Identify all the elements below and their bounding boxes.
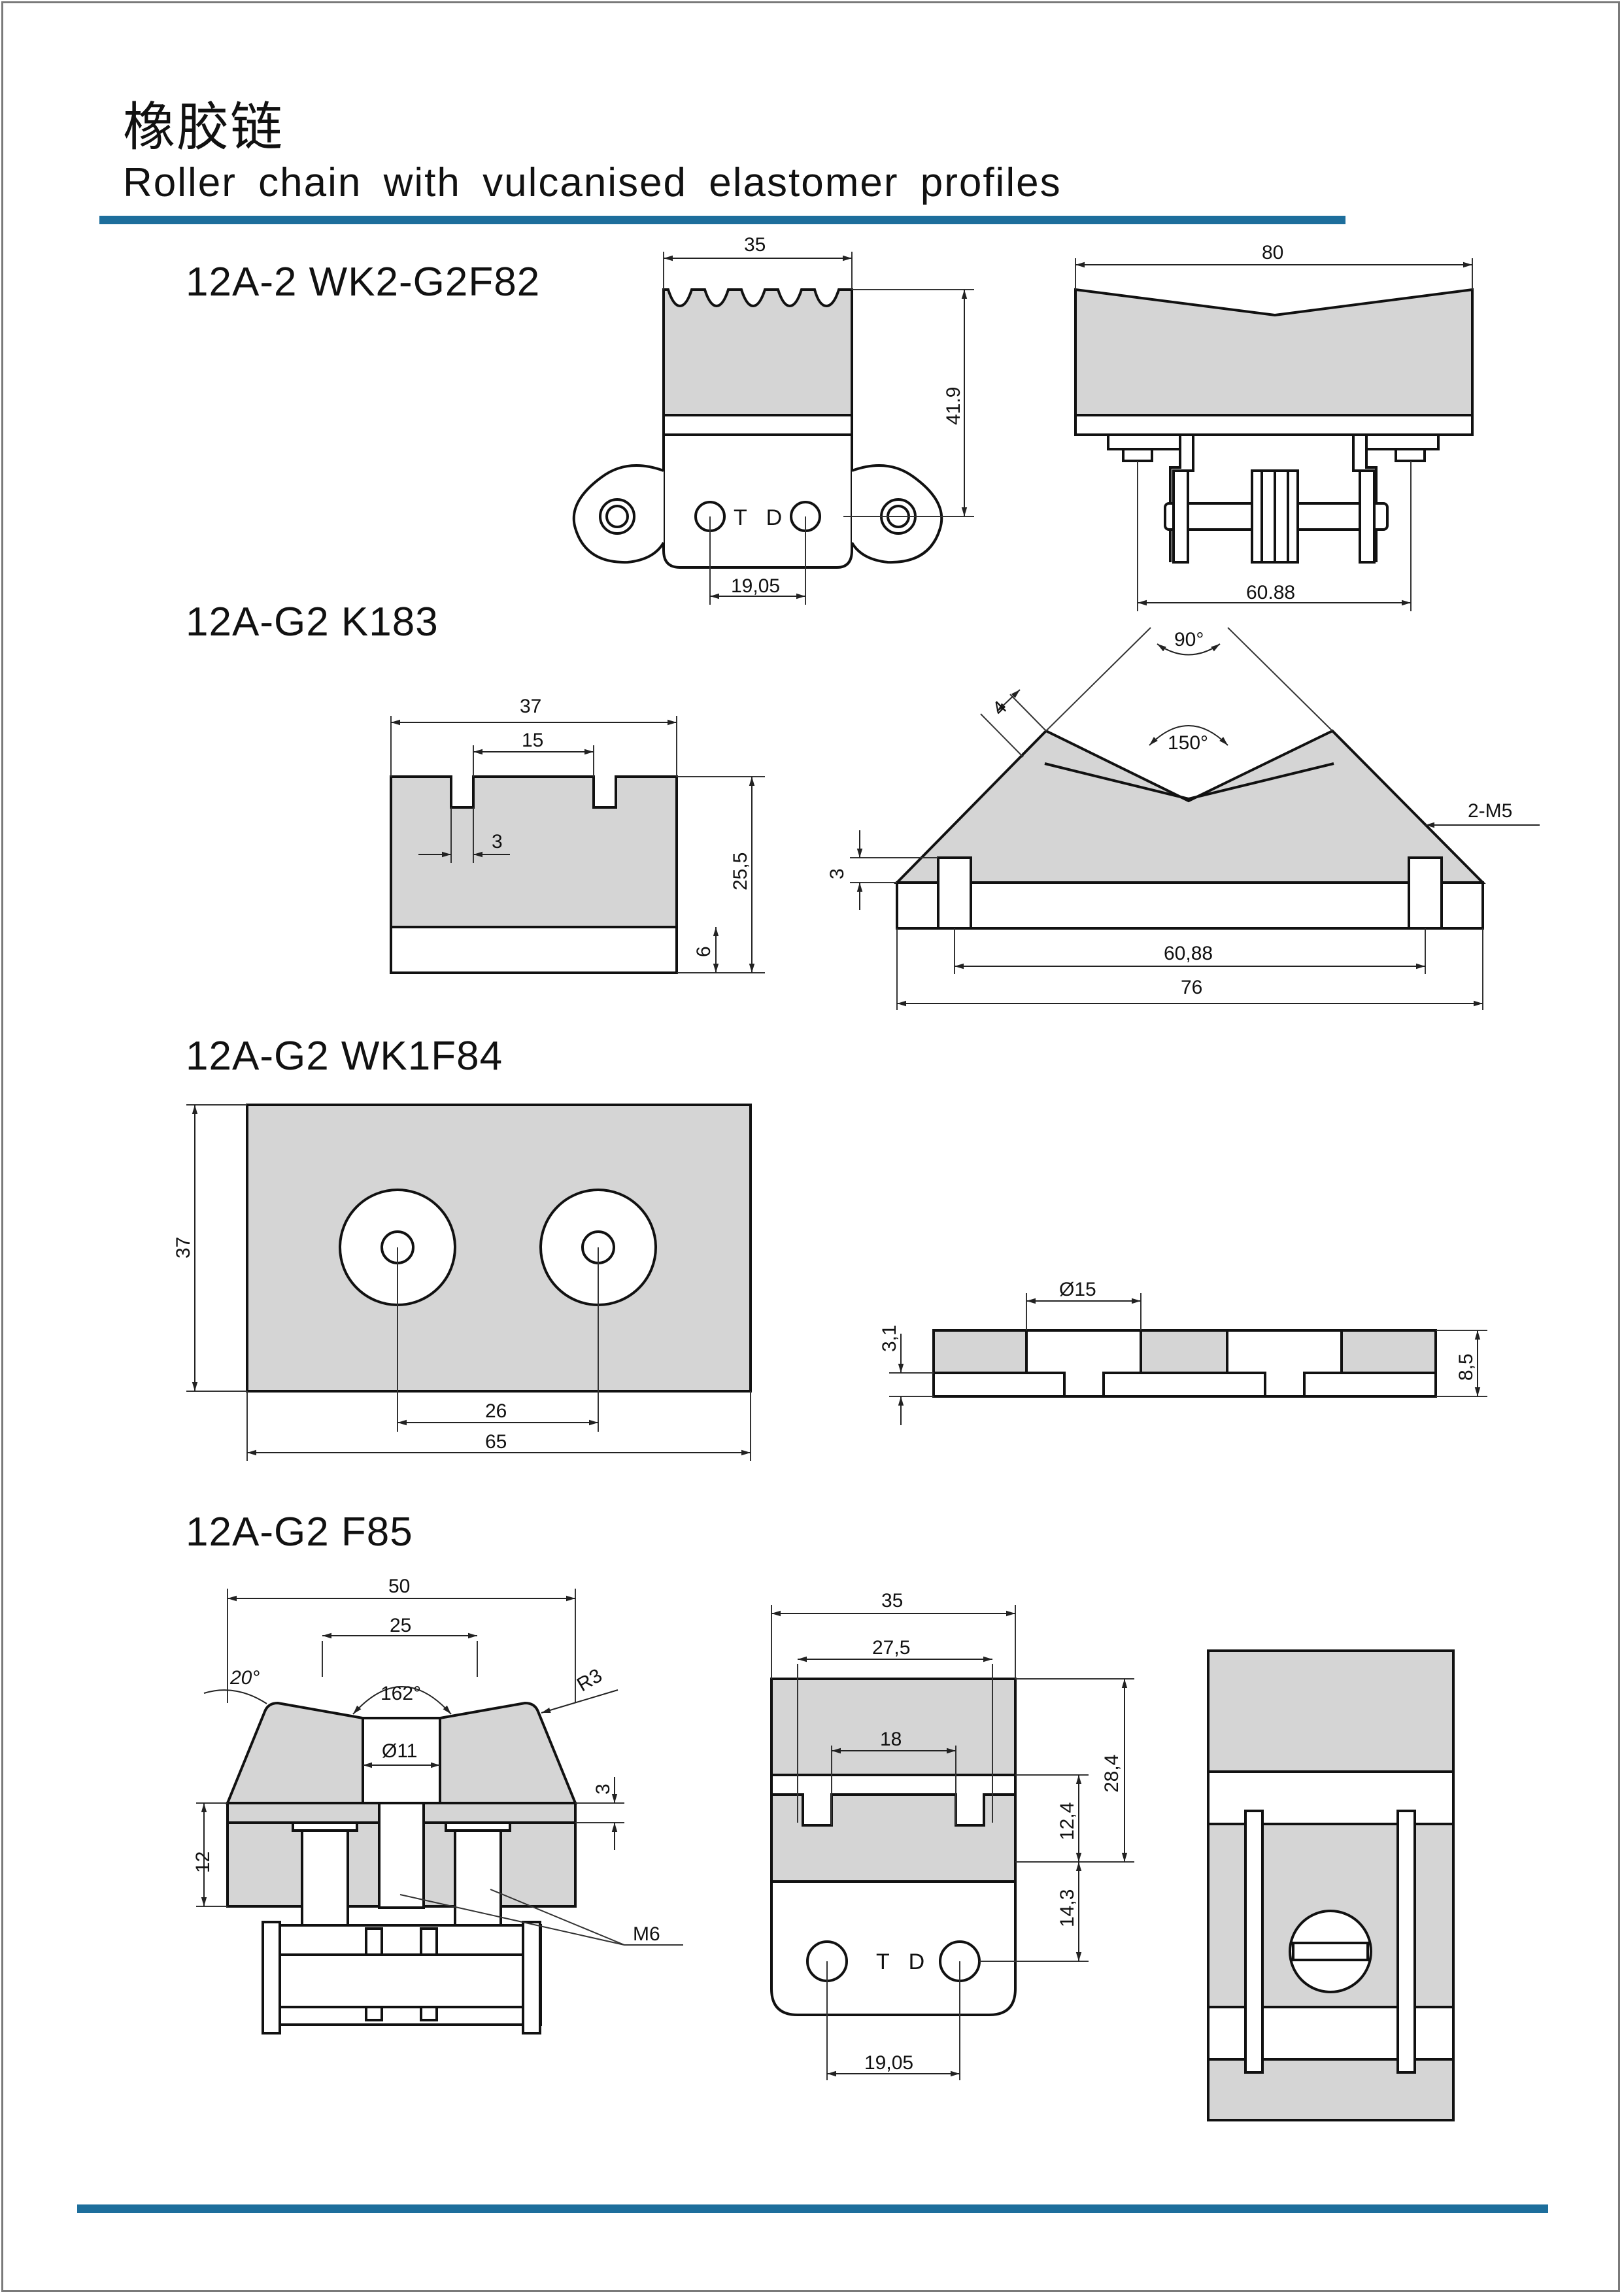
dim-thickness-4: 4: [989, 697, 1011, 720]
dim-offset-3: 3: [826, 868, 848, 879]
drawing-f85-side-view: T D 35 27,5 18 28,4 12,4 14,3 19,05: [770, 1590, 1134, 2080]
dim-angle-162: 162°: [381, 1683, 421, 1704]
dim-radius-r3: R3: [573, 1664, 606, 1696]
drawing-wk1f84-top-view: 26 65 37: [173, 1104, 752, 1461]
dim-diameter-15: Ø15: [1059, 1279, 1096, 1300]
dim-height-28-4: 28,4: [1101, 1755, 1123, 1793]
dim-slot-15: 15: [522, 730, 543, 751]
section-title-k183: 12A-G2 K183: [186, 599, 439, 645]
dim-angle-20: 20°: [229, 1667, 260, 1689]
dim-pitch-19-05-f85: 19,05: [864, 2052, 913, 2074]
dim-pitch-19-05: 19,05: [731, 575, 780, 597]
drawing-f85-front-view: 50 25 20° 162° R3 Ø11 3 12 M6: [192, 1576, 683, 2034]
label-thread-m6: M6: [633, 1923, 660, 1945]
drawing-wk2-front-view: T D 35 41.9 19,05: [572, 234, 974, 605]
dim-angle-150: 150°: [1168, 732, 1208, 754]
dim-width-80: 80: [1262, 242, 1283, 263]
dim-width-35-f85: 35: [881, 1590, 903, 1612]
dim-height-25-5: 25,5: [730, 853, 751, 890]
section-title-wk2-g2f82: 12A-2 WK2-G2F82: [186, 260, 541, 305]
dim-base-6: 6: [693, 946, 715, 957]
dim-base-60-88: 60.88: [1246, 582, 1295, 603]
dim-offset-3-b: 3: [592, 1783, 614, 1795]
dim-width-18: 18: [880, 1729, 902, 1750]
page-title-english: Roller chain with vulcanised elastomer p…: [123, 160, 1062, 205]
drawing-wk2-side-view: 80 60.88: [1074, 242, 1474, 611]
dim-height-12-4: 12,4: [1057, 1802, 1078, 1840]
dim-width-27-5: 27,5: [872, 1637, 910, 1659]
dim-angle-90: 90°: [1174, 629, 1204, 650]
dim-width-35: 35: [744, 234, 766, 256]
footer-divider: [77, 2204, 1548, 2213]
section-title-wk1f84: 12A-G2 WK1F84: [186, 1034, 503, 1079]
dim-height-37: 37: [173, 1237, 194, 1258]
dim-height-12: 12: [192, 1851, 214, 1873]
label-thread-2-m5: 2-M5: [1468, 800, 1512, 822]
section-title-f85: 12A-G2 F85: [186, 1510, 413, 1555]
dim-width-37: 37: [520, 696, 541, 717]
dim-spacing-26: 26: [485, 1400, 507, 1422]
drawing-k183-side-view: 90° 150° 4 2-M5 3 60,88 76: [826, 627, 1540, 1010]
dim-width-50: 50: [388, 1576, 410, 1597]
page-title-chinese: 橡胶链: [123, 97, 284, 158]
dim-width-65: 65: [485, 1431, 507, 1453]
dim-diameter-11: Ø11: [382, 1740, 417, 1762]
dim-height-41-9: 41.9: [943, 387, 964, 425]
dim-height-14-3: 14,3: [1057, 1889, 1078, 1927]
dim-width-25: 25: [390, 1615, 411, 1636]
drawing-wk1f84-side-view: Ø15 3,1 8,5: [879, 1279, 1487, 1425]
drawing-f85-top-view: [1207, 1649, 1455, 2121]
drawing-k183-front-view: 37 15 3 25,5 6: [390, 696, 765, 974]
dim-slot-3: 3: [492, 831, 503, 853]
dim-depth-3-1: 3,1: [879, 1325, 900, 1352]
dim-width-76: 76: [1181, 977, 1202, 998]
dim-height-8-5: 8,5: [1455, 1353, 1477, 1381]
dim-base-60-88-b: 60,88: [1164, 943, 1213, 964]
chain-mark-td-f85: T D: [876, 1950, 931, 1974]
header-divider: [99, 216, 1345, 224]
chain-mark-td: T D: [734, 505, 788, 530]
